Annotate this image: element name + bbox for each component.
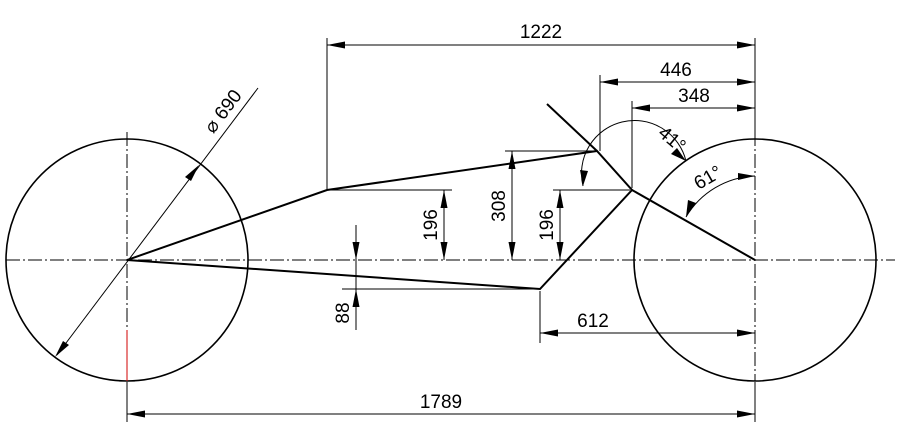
arrowhead — [55, 341, 69, 357]
arrowhead — [352, 242, 360, 260]
arrowhead — [600, 78, 618, 86]
dim-chainstay-horizontal: 612 — [577, 311, 609, 332]
dim-top-rear-height: 196 — [421, 209, 442, 241]
frame-outline — [126, 149, 634, 291]
arrowhead — [508, 151, 516, 169]
arrowhead — [737, 78, 755, 86]
arrowhead — [737, 329, 755, 337]
arrowhead — [737, 104, 755, 112]
arrowhead — [632, 104, 650, 112]
arrowhead — [185, 165, 199, 181]
arrowhead — [127, 410, 145, 418]
dim-top-tube-length: 1222 — [520, 22, 562, 43]
dim-head-height: 308 — [489, 190, 510, 222]
dim-wheelbase: 1789 — [420, 392, 462, 413]
arrowhead — [556, 242, 564, 260]
arrowhead — [508, 242, 516, 260]
arrowhead — [737, 41, 755, 49]
arrowhead — [352, 289, 360, 307]
arrowhead — [737, 410, 755, 418]
dim-head-top-offset: 446 — [660, 60, 692, 81]
arrowhead — [540, 329, 558, 337]
arrowhead — [327, 41, 345, 49]
arrowhead — [440, 190, 448, 208]
dim-line-wheel-diameter — [56, 87, 259, 356]
head-tube-extension — [546, 103, 598, 152]
dim-bottom-drop: 88 — [333, 302, 354, 323]
dim-head-bottom-offset: 348 — [678, 86, 710, 107]
arrowhead — [686, 200, 696, 217]
arrowhead — [580, 170, 588, 186]
dim-head-bottom-height: 196 — [537, 209, 558, 241]
fork-blade — [631, 189, 756, 261]
arc-head-angle — [581, 120, 687, 187]
dim-head-angle: 41° — [654, 123, 690, 158]
dim-fork-angle: 61° — [691, 162, 726, 195]
arrowhead — [556, 190, 564, 208]
arrowhead — [440, 242, 448, 260]
arrowhead — [671, 148, 686, 161]
arrowhead — [738, 173, 755, 180]
